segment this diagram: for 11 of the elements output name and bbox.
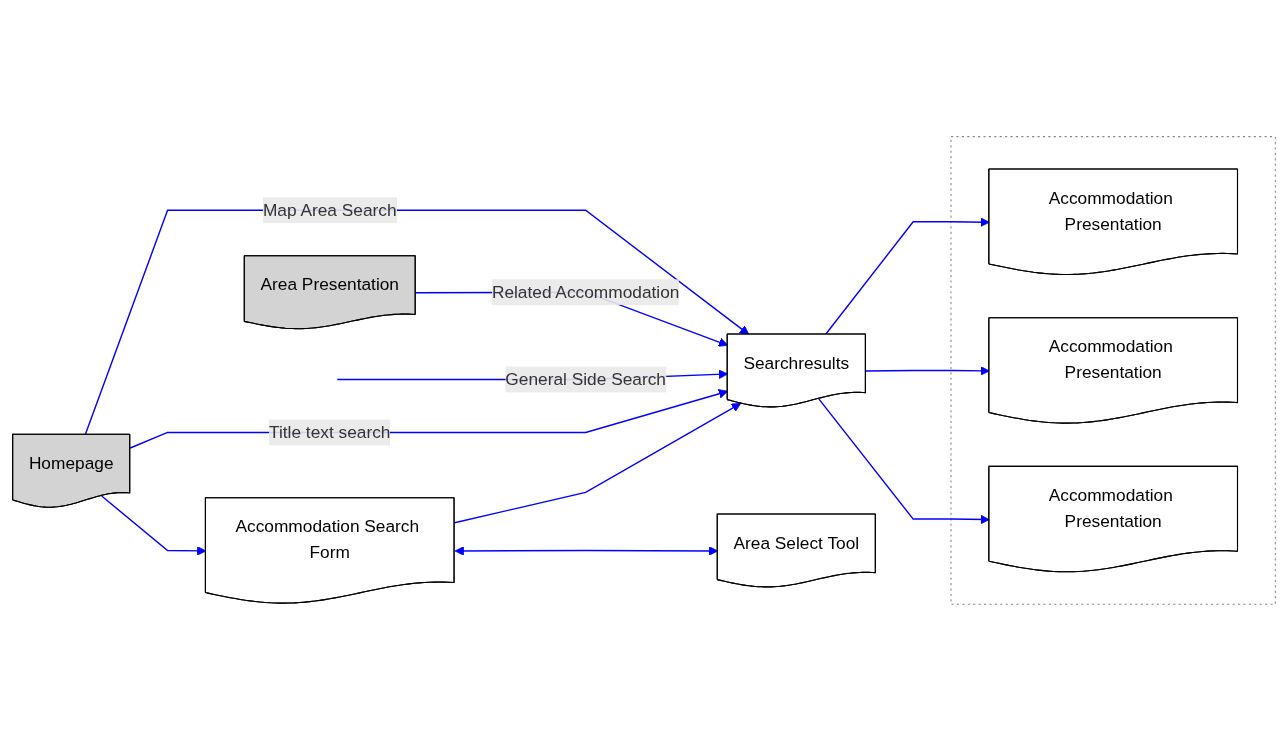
edge-label: Related Accommodation xyxy=(491,282,679,301)
edge-label: Title text search xyxy=(268,422,390,441)
cluster xyxy=(949,135,1276,605)
arrow xyxy=(100,494,206,556)
arrow xyxy=(453,402,741,523)
arrow xyxy=(454,545,718,556)
arrow xyxy=(864,365,990,376)
arrow xyxy=(817,397,990,524)
edge-label: General Side Search xyxy=(504,369,666,388)
edge-label: Map Area Search xyxy=(262,200,397,219)
arrow xyxy=(129,388,728,449)
